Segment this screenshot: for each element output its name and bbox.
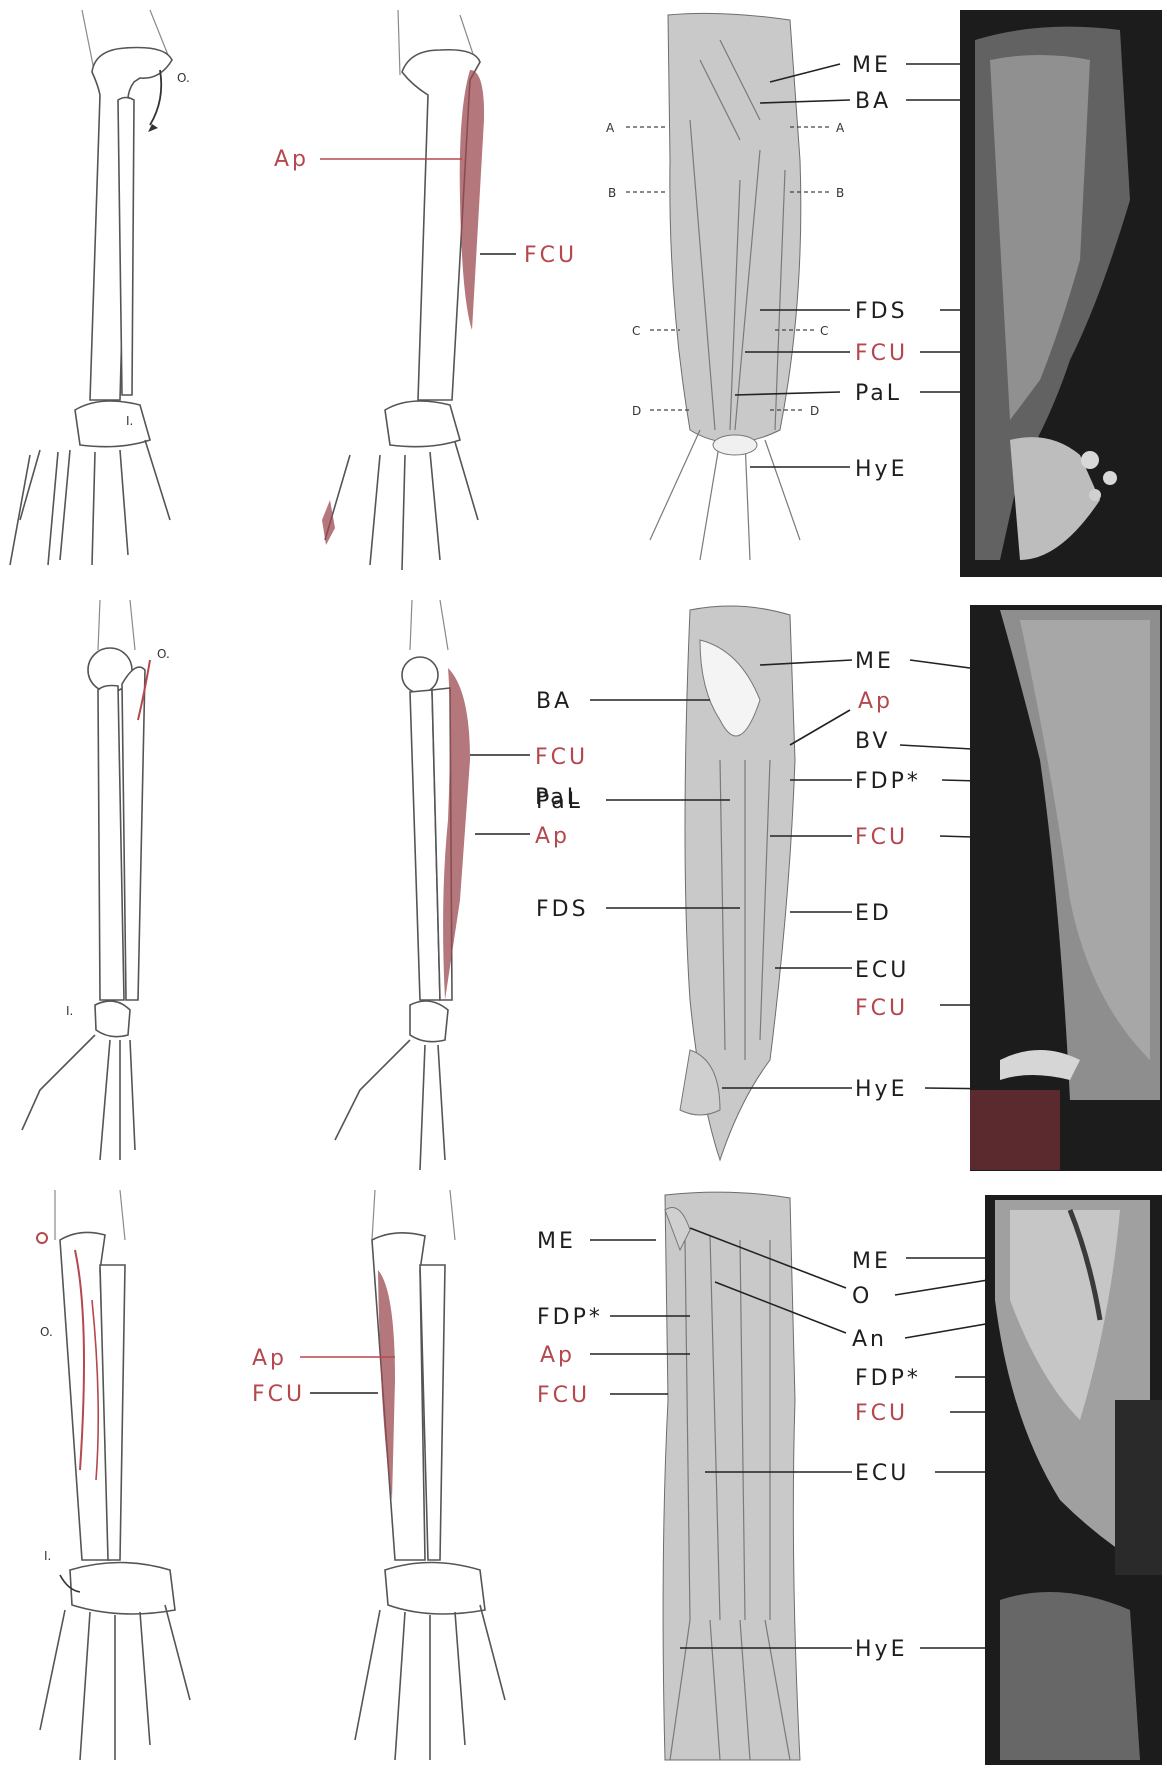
label-ap-3b: Ap [540, 1343, 575, 1368]
label-fds-1: FDS [855, 299, 908, 324]
label-me-2: ME [855, 649, 894, 674]
label-fcu-2b: FCU [855, 825, 908, 850]
label-ba-2: BA [536, 689, 572, 714]
section-marker-b-right: B [836, 186, 844, 200]
label-fcu-3c: FCU [855, 1401, 908, 1426]
label-hye-1: HyE [855, 457, 907, 482]
label-ed-2: ED [855, 901, 892, 926]
row-2: O. I. FCU PaL Ap BA [22, 600, 1162, 1171]
label-bv-2: BV [855, 729, 890, 754]
photograph-3 [985, 1195, 1162, 1765]
label-hye-3: HyE [855, 1637, 907, 1662]
label-ap-2b: Ap [858, 689, 893, 714]
section-marker-b-left: B [608, 186, 616, 200]
insertion-marker-2: I. [66, 1004, 73, 1018]
label-me-3: ME [537, 1229, 576, 1254]
section-marker-c-right: C [820, 324, 828, 338]
section-marker-a-left: A [606, 121, 615, 135]
label-fdp-3: FDP* [537, 1305, 603, 1330]
photograph-2 [970, 605, 1162, 1171]
label-fcu-1: FCU [524, 243, 577, 268]
skeleton-drawing-1: O. I. [10, 10, 190, 565]
photograph-1 [960, 10, 1162, 577]
row-1: O. I. Ap FCU [10, 10, 1162, 577]
label-ecu-2: ECU [855, 958, 909, 983]
row-3: O. I. Ap FCU ME FDP* [37, 1190, 1162, 1765]
section-marker-a-right: A [836, 121, 845, 135]
muscle-drawing-3: Ap FCU [252, 1190, 505, 1760]
label-o-3: O [852, 1284, 872, 1309]
label-ap-2: Ap [535, 824, 570, 849]
label-ap-3: Ap [252, 1346, 287, 1371]
label-fcu-2c: FCU [855, 996, 908, 1021]
muscle-drawing-1: Ap FCU [274, 10, 577, 570]
origin-marker-1: O. [177, 71, 190, 85]
muscle-drawing-2: FCU PaL Ap [335, 600, 588, 1170]
section-marker-c-left: C [632, 324, 640, 338]
label-pal-1: PaL [855, 381, 902, 406]
label-ap-1: Ap [274, 147, 309, 172]
section-marker-d-left: D [632, 404, 641, 418]
dissection-drawing-3: ME FDP* Ap FCU ME O An FDP* FCU ECU HyE [537, 1192, 1060, 1760]
label-fds-2: FDS [536, 897, 589, 922]
origin-marker-2: O. [157, 647, 170, 661]
label-fdp-2: FDP* [855, 769, 921, 794]
label-pal-2b: PaL [536, 789, 583, 814]
label-fcu-1b: FCU [855, 341, 908, 366]
origin-marker-3: O. [40, 1325, 53, 1339]
skeleton-drawing-2: O. I. [22, 600, 170, 1160]
label-me-1: ME [852, 53, 891, 78]
label-ba-1: BA [855, 89, 891, 114]
label-fdp-3b: FDP* [855, 1366, 921, 1391]
insertion-marker-3: I. [44, 1549, 51, 1563]
label-ecu-3: ECU [855, 1461, 909, 1486]
insertion-marker-1: I. [126, 414, 133, 428]
section-marker-d-right: D [810, 404, 819, 418]
label-fcu-2: FCU [535, 745, 588, 770]
label-hye-2: HyE [855, 1077, 907, 1102]
label-an-3: An [852, 1327, 887, 1352]
label-fcu-3b: FCU [537, 1383, 590, 1408]
skeleton-drawing-3: O. I. [37, 1190, 190, 1760]
label-me-3b: ME [852, 1249, 891, 1274]
label-fcu-3: FCU [252, 1382, 305, 1407]
